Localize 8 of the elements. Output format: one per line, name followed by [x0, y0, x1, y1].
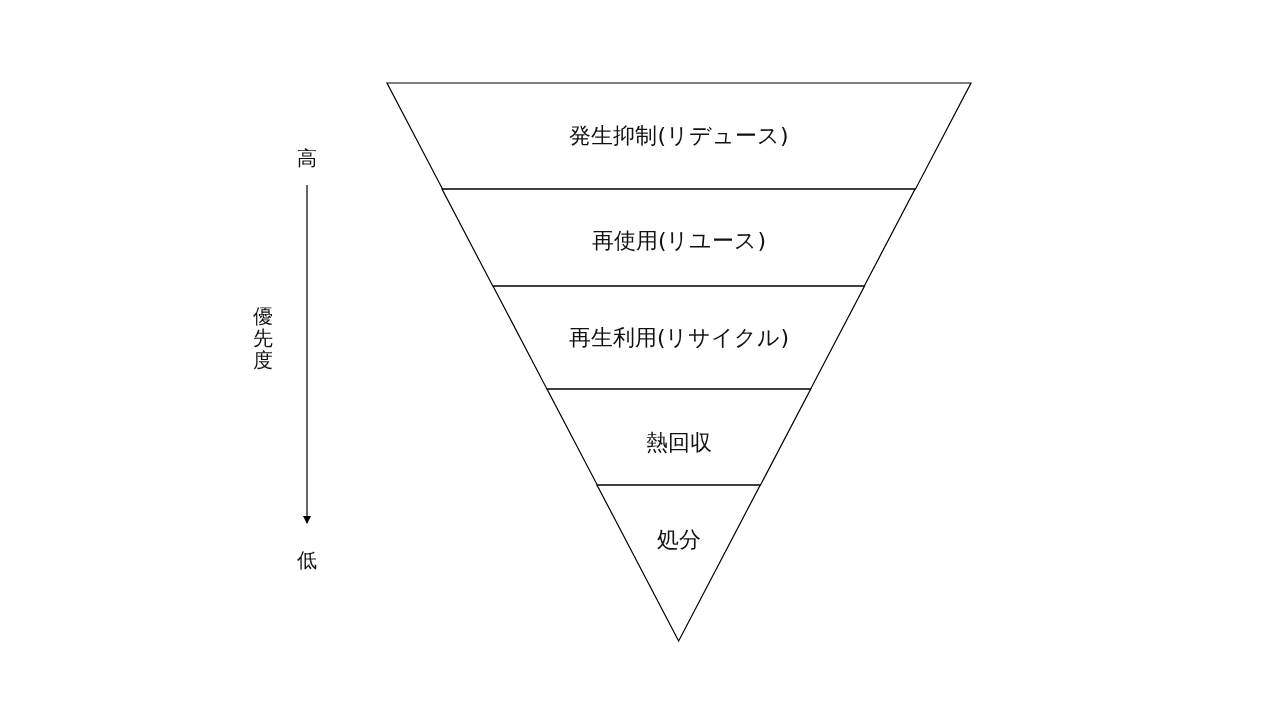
band-label: 処分	[656, 529, 702, 551]
band-label: 発生抑制(リデュース)	[568, 125, 790, 147]
scale-label: 低	[297, 549, 317, 571]
band-label: 再使用(リユース)	[590, 230, 768, 252]
band-label: 再生利用(リサイクル)	[567, 327, 791, 349]
axis-title: 優先度	[253, 305, 273, 371]
band-label: 熱回収	[645, 432, 713, 454]
scale-label: 高	[297, 147, 317, 169]
